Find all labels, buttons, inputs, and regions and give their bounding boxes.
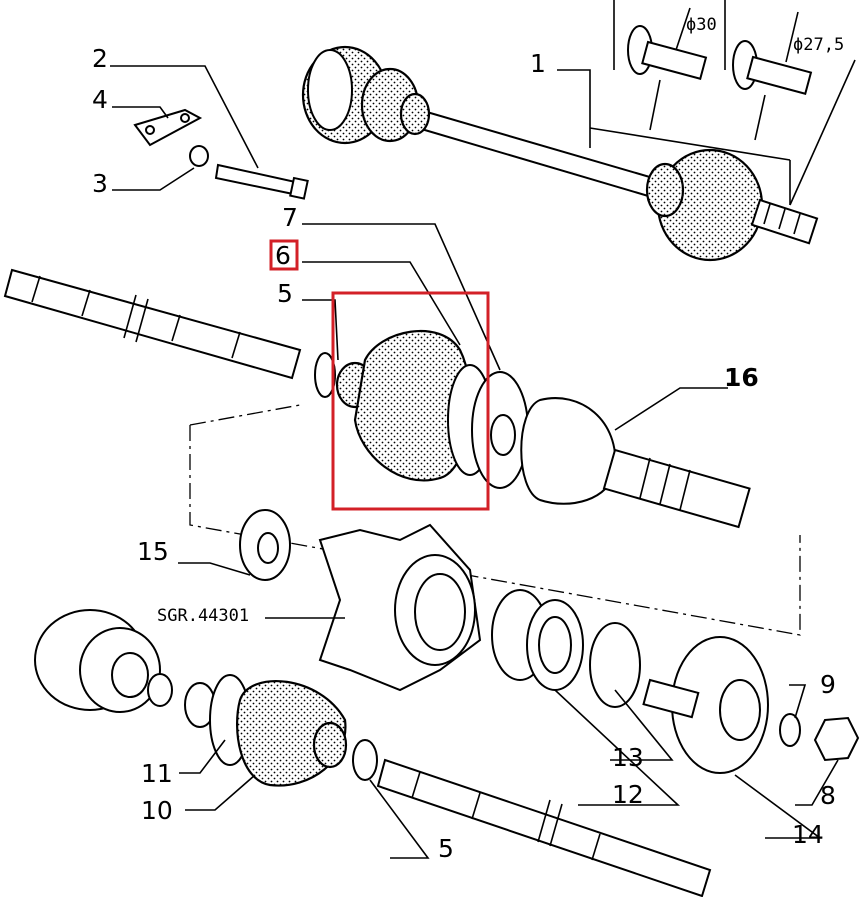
exploded-axis-line <box>189 425 801 636</box>
hub-nut-part <box>813 716 860 762</box>
callout-14: 14 <box>792 820 824 849</box>
cv-boot-part <box>335 329 493 482</box>
callout-5-bottom: 5 <box>438 834 454 863</box>
cv-joint-part <box>520 397 751 529</box>
callout-16: 16 <box>724 363 759 392</box>
leader-lines <box>110 59 856 859</box>
ring-part <box>314 352 336 398</box>
lower-joint-housing <box>34 609 161 713</box>
lower-shaft <box>376 758 712 897</box>
callout-5-top: 5 <box>277 279 293 308</box>
callout-9: 9 <box>820 670 836 699</box>
callout-12: 12 <box>612 780 644 809</box>
bearing-circlip-part <box>589 622 641 708</box>
spacer-washer-part <box>239 509 291 581</box>
lower-cv-boot-part <box>236 680 348 787</box>
bolt-part <box>214 163 309 200</box>
wheel-hub-part <box>642 636 769 774</box>
shaft-end-detail-30 <box>613 0 708 131</box>
lower-small-clamp-part <box>352 739 378 781</box>
callout-15: 15 <box>137 537 169 566</box>
shaft-end-detail-27 <box>724 0 813 141</box>
callout-2: 2 <box>92 44 108 73</box>
callout-6-highlight <box>269 239 299 271</box>
dimension-30: ϕ30 <box>686 15 717 35</box>
dimension-27-5: ϕ27,5 <box>793 35 844 55</box>
hub-washer-part <box>779 713 801 747</box>
callout-10: 10 <box>141 796 173 825</box>
callout-13: 13 <box>612 743 644 772</box>
steering-knuckle-part <box>318 523 482 692</box>
reference-code: SGR.44301 <box>157 606 249 626</box>
callout-3: 3 <box>92 169 108 198</box>
callout-6: 6 <box>275 241 291 270</box>
callout-7: 7 <box>282 203 298 232</box>
callout-8: 8 <box>820 781 836 810</box>
lower-snap-ring-part <box>147 673 173 707</box>
bracket-plate-part <box>133 108 203 147</box>
highlight-box <box>331 291 490 511</box>
callout-11: 11 <box>141 759 173 788</box>
washer-part <box>189 145 209 167</box>
callout-1: 1 <box>530 49 546 78</box>
circlip-part <box>490 414 516 456</box>
wheel-bearing-part <box>491 589 584 691</box>
callout-4: 4 <box>92 85 108 114</box>
middle-shaft <box>3 268 302 380</box>
drive-shaft-assembly <box>301 45 819 262</box>
